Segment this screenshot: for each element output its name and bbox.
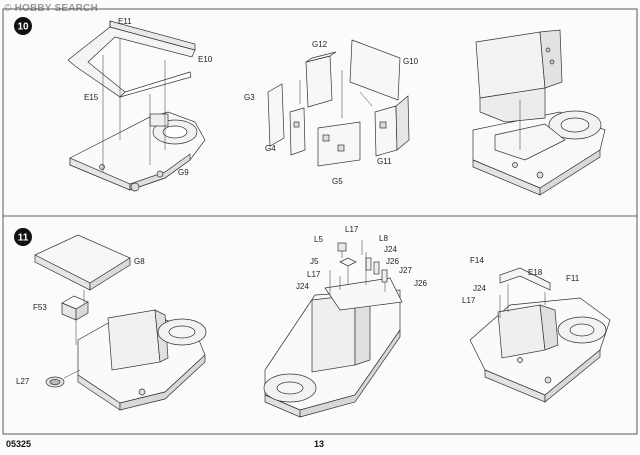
page-frame	[2, 8, 638, 435]
watermark-logo: HOBBY SEARCH	[14, 3, 98, 14]
label-l17-mid: L17	[307, 270, 321, 279]
label-g10: G10	[403, 57, 419, 66]
step-11-middle-assembly	[263, 242, 403, 418]
label-l5: L5	[314, 235, 323, 244]
label-l27: L27	[16, 377, 30, 386]
label-j26-upper: J26	[386, 257, 399, 266]
label-j27: J27	[399, 266, 412, 275]
step-10-middle-guides	[299, 70, 373, 118]
label-g5: G5	[332, 177, 343, 186]
step-11-right-guides	[499, 284, 546, 318]
label-g8: G8	[134, 257, 145, 266]
step-10-left-guides	[102, 38, 166, 172]
label-j24-lower: J24	[296, 282, 309, 291]
step-11-left-assembly	[34, 234, 207, 411]
step-number-11: 11	[18, 233, 29, 244]
label-g3: G3	[244, 93, 255, 102]
label-j24-right: J24	[473, 284, 486, 293]
label-f14: F14	[470, 256, 484, 265]
step-11: 11	[14, 225, 611, 418]
label-g12: G12	[312, 40, 328, 49]
label-g9: G9	[178, 168, 189, 177]
step-10-middle-panels	[267, 39, 410, 167]
page-number: 13	[314, 439, 325, 449]
step-11-middle-guides	[329, 240, 386, 295]
watermark: © HOBBY SEARCH	[4, 3, 98, 14]
label-l17-top: L17	[345, 225, 359, 234]
step-badge-11	[14, 228, 32, 246]
label-l17-right: L17	[462, 296, 476, 305]
label-j26-lower: J26	[414, 279, 427, 288]
label-e15: E15	[84, 93, 99, 102]
label-f53: F53	[33, 303, 47, 312]
step-number-10: 10	[17, 22, 29, 33]
label-j24-upper: J24	[384, 245, 397, 254]
step-11-right-assembly	[469, 267, 611, 403]
step-10-right-assembly	[472, 29, 606, 196]
step-badge-10	[14, 17, 32, 35]
label-l8: L8	[379, 234, 388, 243]
label-g4: G4	[265, 144, 276, 153]
step-10: 10	[14, 17, 606, 196]
label-j5: J5	[310, 257, 319, 266]
watermark-mark: ©	[4, 3, 12, 14]
step-11-left-guides	[63, 290, 85, 379]
label-e10: E10	[198, 55, 213, 64]
step-10-left-assembly	[67, 20, 206, 192]
label-e18: E18	[528, 268, 543, 277]
product-code: 05325	[6, 439, 32, 449]
label-f11: F11	[566, 274, 580, 283]
label-g11: G11	[377, 157, 392, 166]
label-e11: E11	[118, 17, 132, 26]
